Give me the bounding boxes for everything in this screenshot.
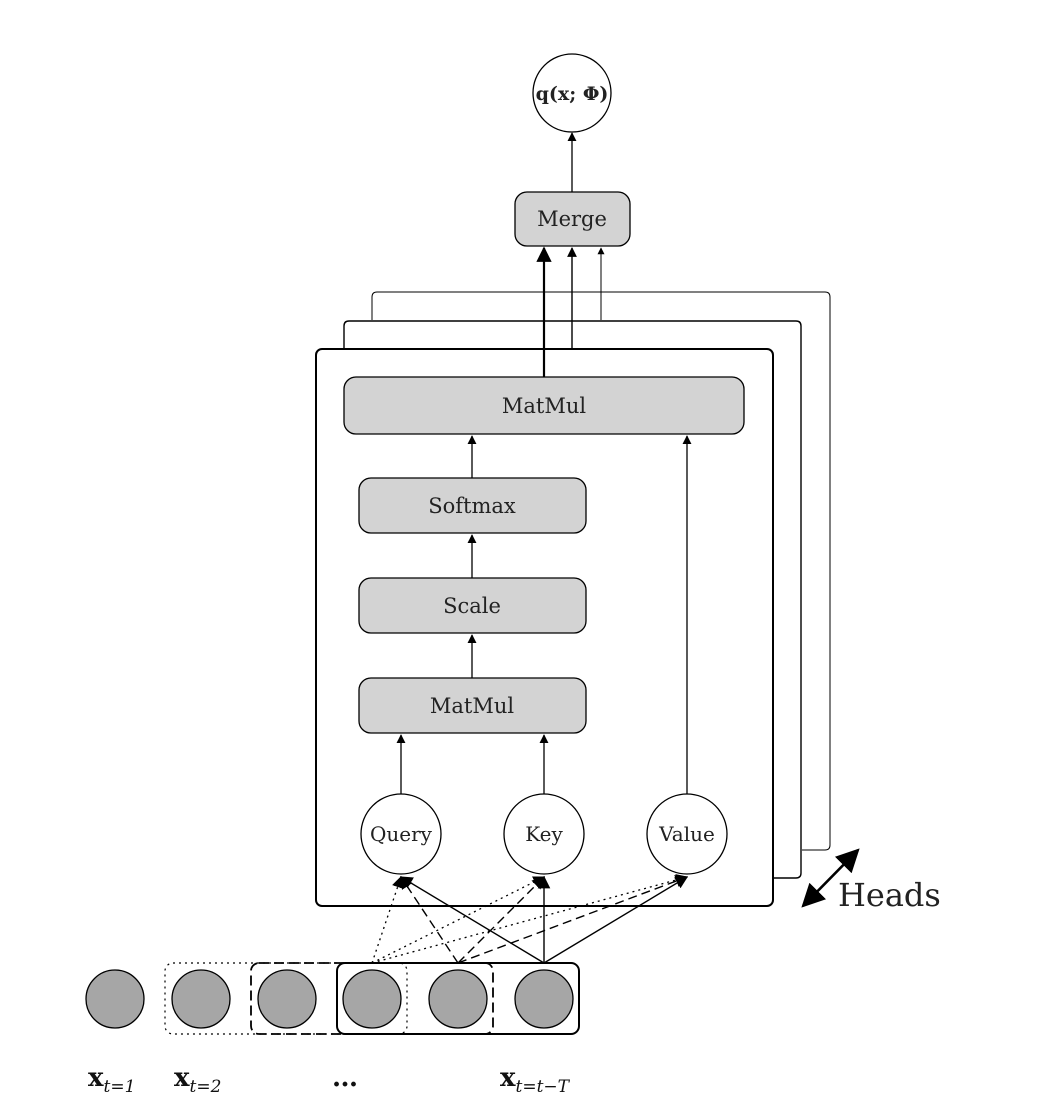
input-node-2 bbox=[171, 969, 231, 1029]
input-node-1 bbox=[85, 969, 145, 1029]
matmul-top-box bbox=[343, 376, 745, 435]
query-label: Query bbox=[370, 822, 433, 846]
output-label: q(x; Φ) bbox=[536, 83, 609, 105]
merge-label: Merge bbox=[537, 207, 607, 231]
dotted-connections bbox=[371, 874, 689, 964]
output-node bbox=[532, 53, 612, 133]
value-label: Value bbox=[658, 822, 715, 846]
matmul-bottom-label: MatMul bbox=[430, 694, 514, 718]
heads-label: Heads bbox=[838, 876, 941, 914]
input-label-ellipsis: … bbox=[332, 1063, 358, 1093]
input-node-6 bbox=[514, 969, 574, 1029]
query-node bbox=[360, 793, 442, 875]
solid-connections bbox=[399, 875, 689, 964]
heads-double-arrow bbox=[801, 848, 860, 908]
input-node-4 bbox=[342, 969, 402, 1029]
input-label-x2: xt=2 bbox=[174, 1063, 221, 1097]
input-node-3 bbox=[257, 969, 317, 1029]
key-label: Key bbox=[525, 822, 563, 846]
key-node bbox=[503, 793, 585, 875]
matmul-top-label: MatMul bbox=[502, 394, 586, 418]
value-node bbox=[646, 793, 728, 875]
window-dotted bbox=[164, 962, 408, 1035]
softmax-label: Softmax bbox=[428, 494, 516, 518]
input-label-x1: xt=1 bbox=[88, 1063, 135, 1097]
dashed-connections bbox=[400, 875, 689, 964]
head-frame-back-1 bbox=[343, 320, 802, 879]
input-node-5 bbox=[428, 969, 488, 1029]
input-label-xT: xt=t−T bbox=[500, 1063, 571, 1097]
scale-label: Scale bbox=[443, 594, 501, 618]
